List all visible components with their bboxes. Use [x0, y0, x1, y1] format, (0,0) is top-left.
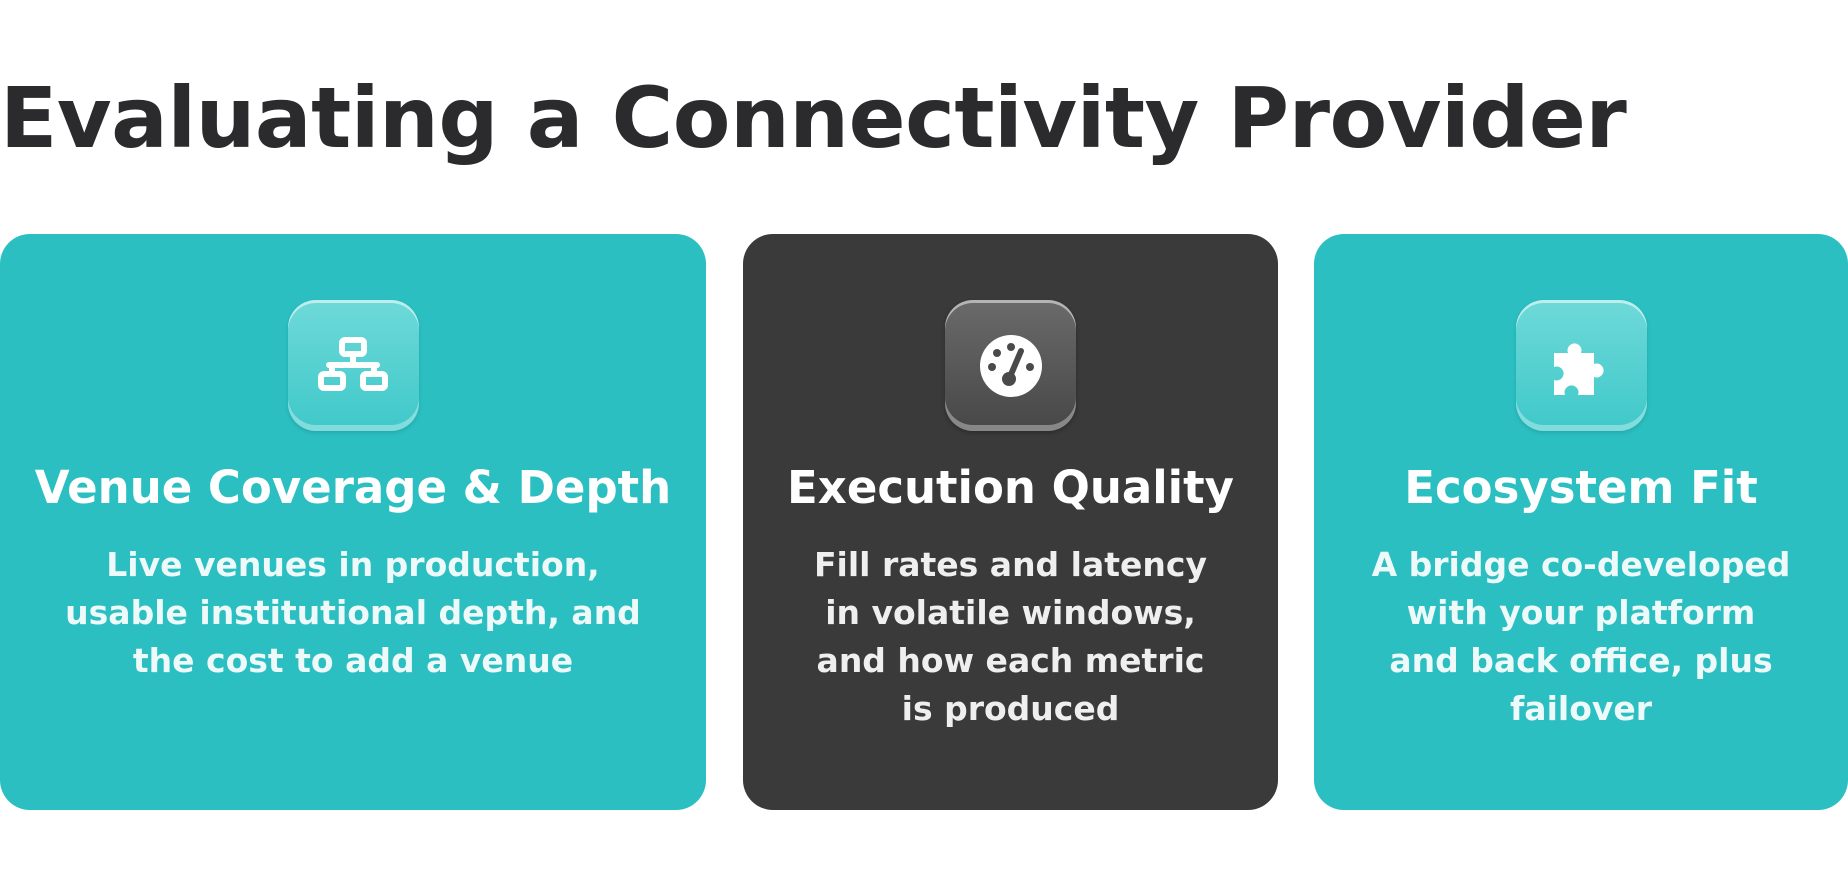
- gauge-icon: [979, 334, 1042, 397]
- card-description: A bridge co-developed with your platform…: [1371, 545, 1791, 728]
- icon-tile: [1515, 300, 1647, 431]
- card-venue-coverage: Venue Coverage & Depth Live venues in pr…: [0, 234, 706, 810]
- icon-tile: [945, 300, 1076, 431]
- card-title: Ecosystem Fit: [1404, 461, 1758, 514]
- card-execution-quality: Execution Quality Fill rates and latency…: [743, 234, 1278, 810]
- network-icon: [318, 336, 388, 391]
- page-title: Evaluating a Connectivity Provider: [0, 69, 1627, 167]
- card-description: Fill rates and latency in volatile windo…: [814, 545, 1207, 728]
- card-title: Execution Quality: [787, 461, 1234, 514]
- card-description: Live venues in production, usable instit…: [65, 545, 641, 680]
- card-ecosystem-fit: Ecosystem Fit A bridge co-developed with…: [1314, 234, 1848, 810]
- puzzle-icon: [1554, 342, 1604, 395]
- icon-tile: [287, 300, 419, 431]
- card-title: Venue Coverage & Depth: [34, 461, 672, 514]
